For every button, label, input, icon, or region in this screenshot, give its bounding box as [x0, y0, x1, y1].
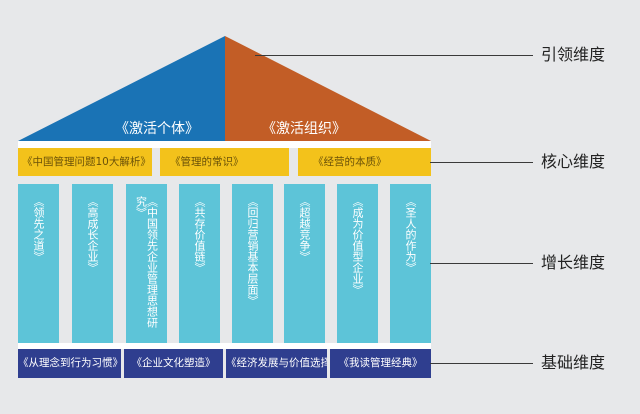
pillar-label: 《圣人的作为》	[404, 196, 417, 273]
pillar-label: 《共存价值链》	[193, 196, 206, 273]
base-book-1: 《从理念到行为习惯》	[18, 349, 121, 378]
pillar-label: 《中国领先企业管理思想研究》	[134, 196, 159, 328]
roof-label-activate-organization: 《激活组织》	[262, 121, 346, 137]
dimension-label-foundation: 基础维度	[541, 353, 606, 372]
base-divider	[18, 343, 431, 349]
leader-line-growth	[430, 263, 533, 264]
roof-right	[225, 36, 431, 141]
leader-line-lead	[255, 55, 533, 56]
pillar-label: 《高成长企业》	[86, 196, 99, 273]
dimension-label-core: 核心维度	[541, 152, 606, 171]
core-book-2: 《管理的常识》	[160, 148, 289, 176]
roof-label-activate-individual: 《激活个体》	[115, 121, 199, 137]
leader-line-foundation	[430, 363, 533, 364]
pillar-book-1: 《领先之道》	[18, 184, 59, 343]
pillar-label: 《超越竞争》	[298, 196, 311, 262]
base-book-3: 《经济发展与价值选择》	[226, 349, 327, 378]
roof-left	[18, 36, 225, 141]
core-divider	[18, 141, 431, 148]
base-book-4: 《我读管理经典》	[330, 349, 431, 378]
dimension-label-lead: 引领维度	[541, 45, 606, 64]
pillar-book-2: 《高成长企业》	[72, 184, 113, 343]
pillar-label: 《成为价值型企业》	[351, 196, 364, 295]
roof	[18, 36, 431, 141]
leader-line-core	[430, 162, 533, 163]
core-book-3: 《经营的本质》	[298, 148, 431, 176]
base-book-2: 《企业文化塑造》	[124, 349, 223, 378]
pillar-label: 《回归营销基本层面》	[246, 196, 259, 306]
pillar-book-3: 《中国领先企业管理思想研究》	[126, 184, 167, 343]
pillar-book-5: 《回归营销基本层面》	[232, 184, 273, 343]
pillar-book-6: 《超越竞争》	[284, 184, 325, 343]
pillar-book-4: 《共存价值链》	[179, 184, 220, 343]
dimension-label-growth: 增长维度	[541, 253, 606, 272]
pillar-book-8: 《圣人的作为》	[390, 184, 431, 343]
core-book-1: 《中国管理问题10大解析》	[18, 148, 152, 176]
pillar-book-7: 《成为价值型企业》	[337, 184, 378, 343]
pillar-label: 《领先之道》	[32, 196, 45, 262]
